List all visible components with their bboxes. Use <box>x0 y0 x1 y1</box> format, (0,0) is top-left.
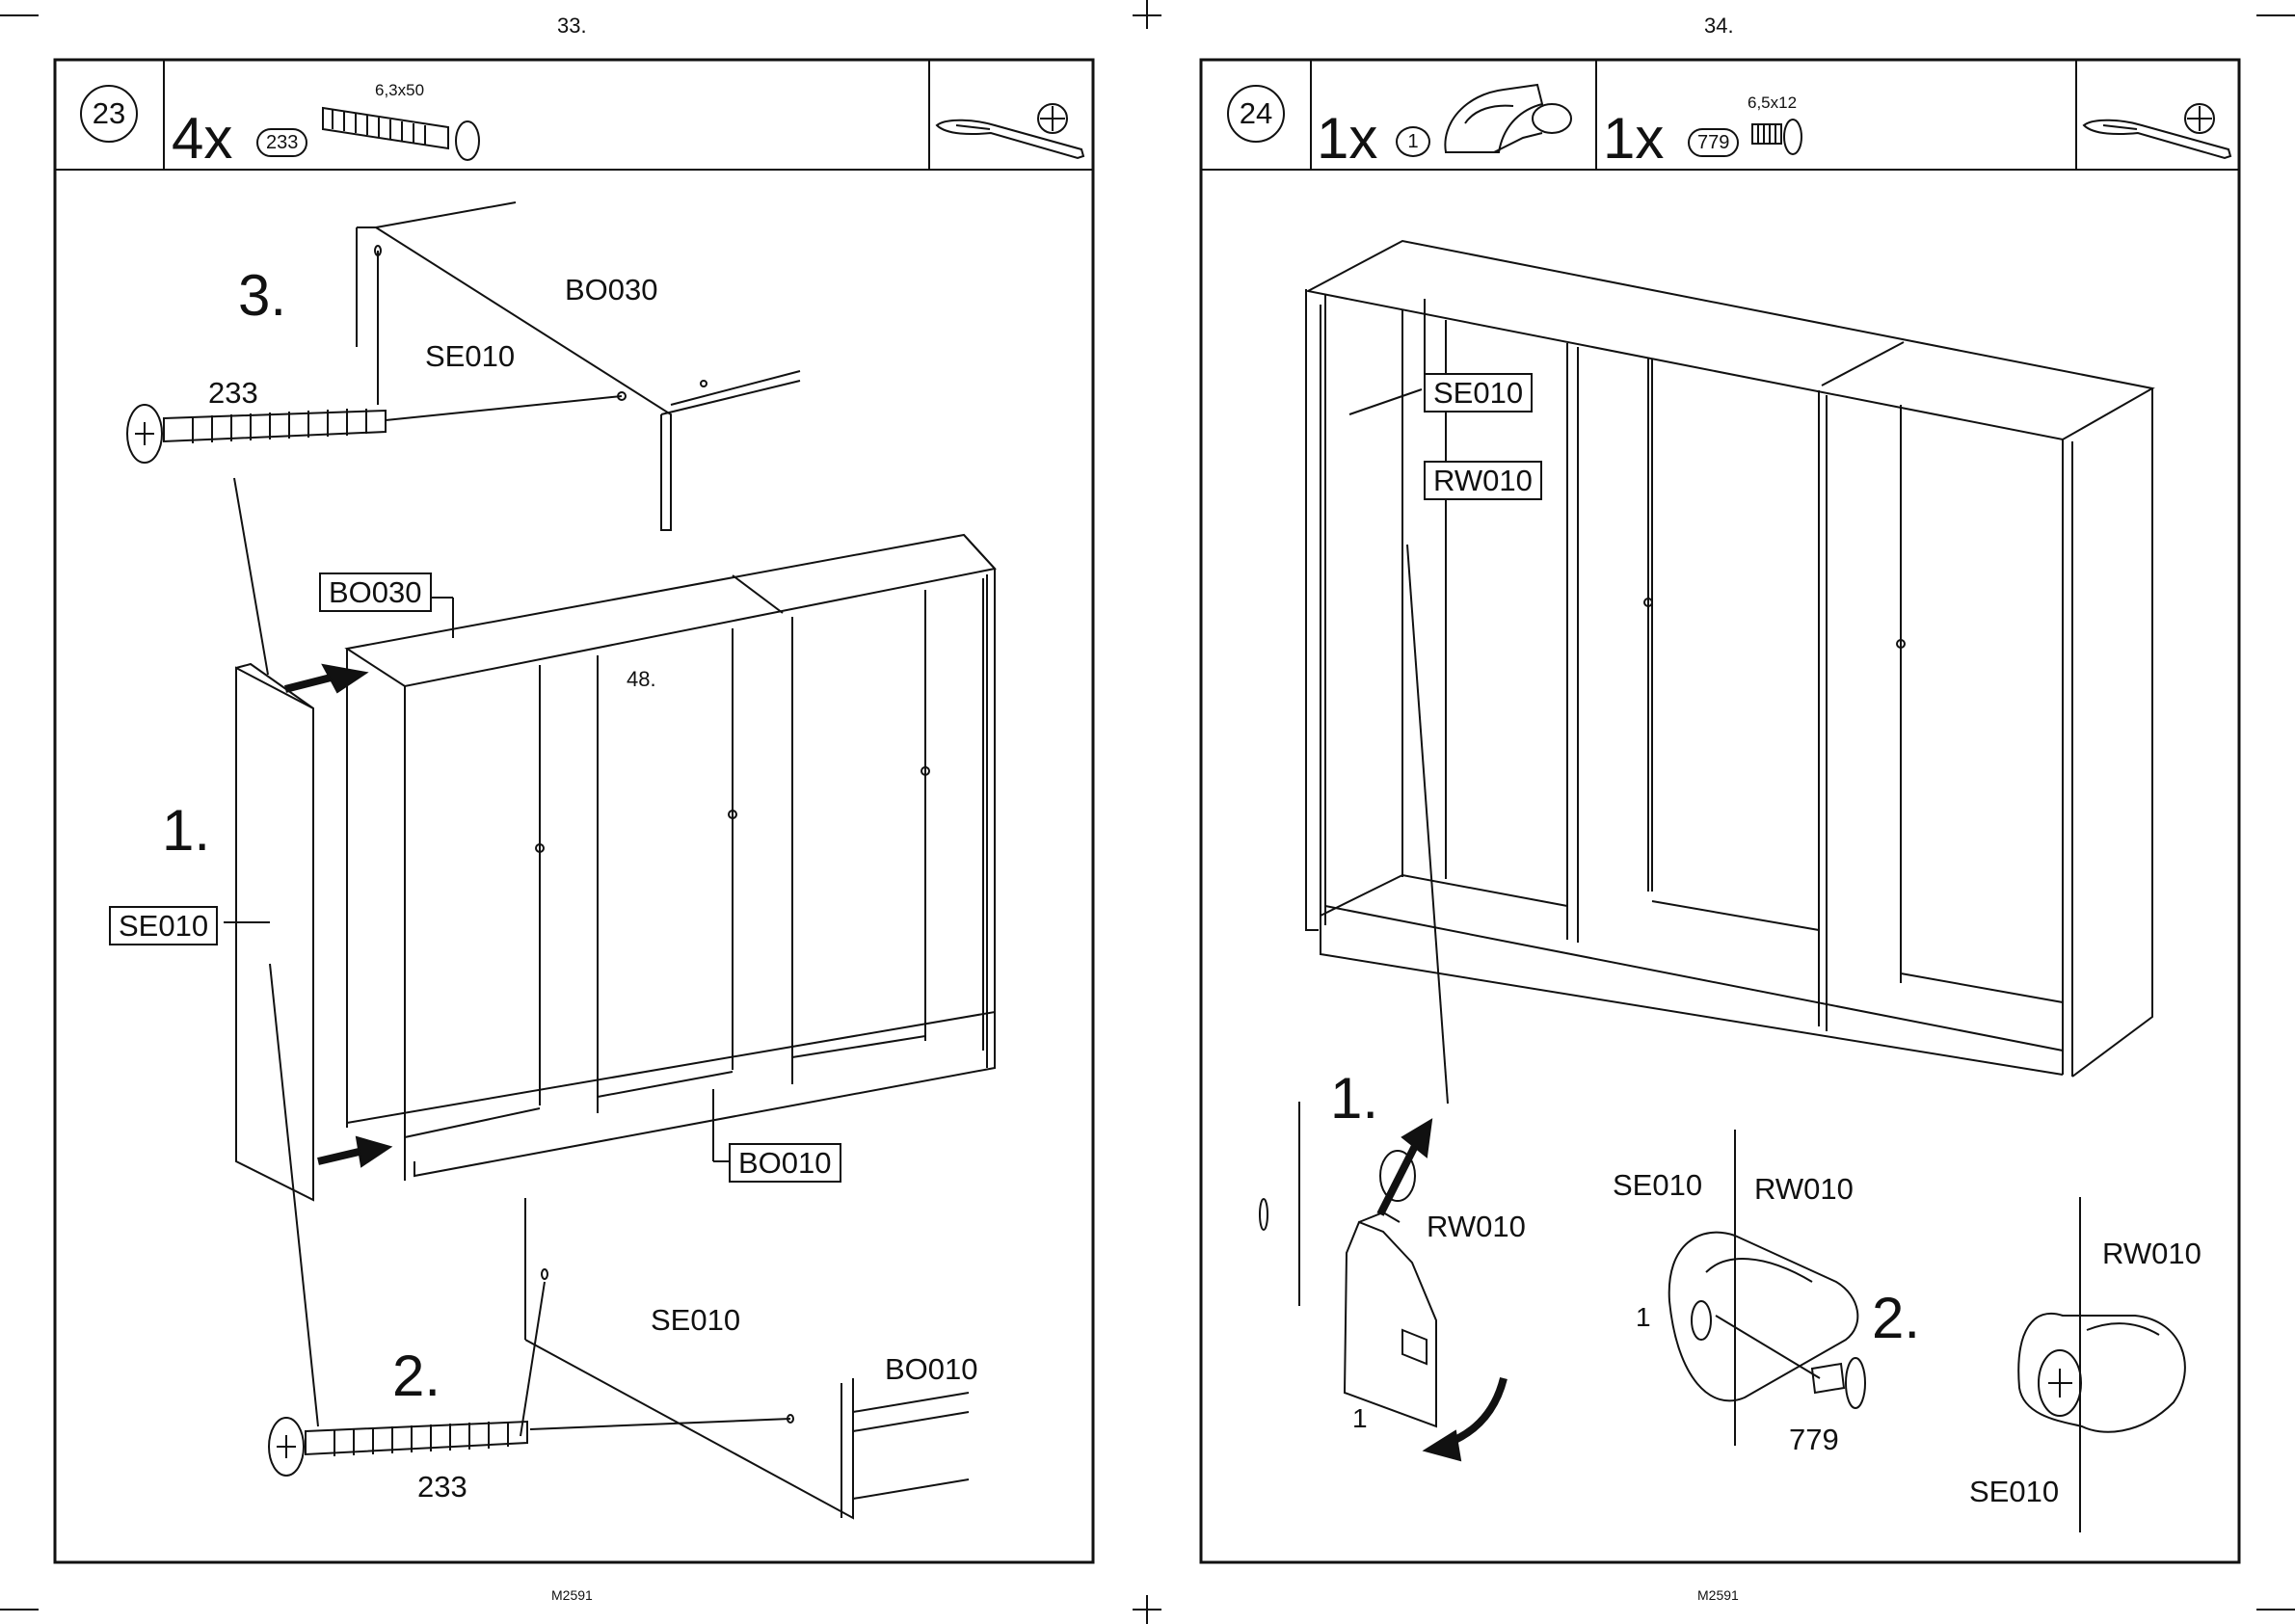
label-rw010-mid: RW010 <box>1754 1174 1854 1204</box>
substep-2-34: 2. <box>1872 1290 1920 1347</box>
leader-line <box>270 964 318 1426</box>
screw-233-icon <box>323 108 479 160</box>
part-number-badge: 233 <box>256 128 307 157</box>
substep-1: 1. <box>162 802 210 860</box>
label-se010: SE010 <box>425 341 515 371</box>
label-bo030: BO030 <box>565 275 658 305</box>
label-screw-779: 779 <box>1789 1424 1839 1454</box>
wardrobe-frame-installed <box>1306 241 2152 1104</box>
label-rw010-boxed: RW010 <box>1424 461 1542 500</box>
label-48: 48. <box>627 669 656 690</box>
screwdriver-icon <box>937 104 1083 158</box>
page-number-34: 34. <box>1704 13 1734 39</box>
label-se010-boxed: SE010 <box>109 906 218 945</box>
page-34-frame <box>1201 60 2239 1562</box>
label-bo030-boxed: BO030 <box>319 572 432 612</box>
label-bo010-bottom: BO010 <box>885 1354 978 1384</box>
footer-code: M2591 <box>551 1587 593 1603</box>
label-se010-right: SE010 <box>1969 1477 2059 1506</box>
wardrobe-frame-assembly <box>224 535 995 1200</box>
substep-1-34: 1. <box>1330 1070 1378 1128</box>
label-screw-233-bottom: 233 <box>417 1472 467 1502</box>
label-bo010-boxed: BO010 <box>729 1143 841 1183</box>
label-part-1-mid: 1 <box>1636 1304 1651 1331</box>
screw-779-icon <box>1752 120 1801 154</box>
detail-top-panel <box>357 202 800 530</box>
page-number: 33. <box>557 13 587 39</box>
part-quantity: 4x <box>172 110 232 168</box>
screw-233-bottom <box>269 1418 527 1476</box>
leader-line <box>234 478 268 675</box>
substep-2: 2. <box>392 1347 440 1405</box>
part-number-badge-1: 1 <box>1396 126 1430 157</box>
part-1-icon <box>1445 85 1571 152</box>
part-spec-2: 6,5x12 <box>1748 93 1797 113</box>
footer-code-34: M2591 <box>1697 1587 1739 1603</box>
label-se010-boxed-34: SE010 <box>1424 373 1533 413</box>
screwdriver-icon-2 <box>2084 104 2230 158</box>
label-se010-bottom: SE010 <box>651 1305 740 1335</box>
screw-233-top <box>127 405 386 463</box>
step-number-24: 24 <box>1227 85 1285 143</box>
label-se010-mid: SE010 <box>1613 1170 1702 1200</box>
label-rw010-a: RW010 <box>1427 1211 1526 1241</box>
step-number: 23 <box>80 85 138 143</box>
part-quantity-1: 1x <box>1317 110 1377 168</box>
rw010-install-detail <box>1260 1102 1504 1460</box>
part-spec: 6,3x50 <box>375 81 424 100</box>
part-quantity-2: 1x <box>1603 110 1664 168</box>
substep-3: 3. <box>238 267 286 325</box>
part-number-badge-2: 779 <box>1688 128 1739 157</box>
label-rw010-right: RW010 <box>2102 1238 2202 1268</box>
label-screw-233: 233 <box>208 378 258 408</box>
label-part-1-a: 1 <box>1352 1405 1368 1432</box>
